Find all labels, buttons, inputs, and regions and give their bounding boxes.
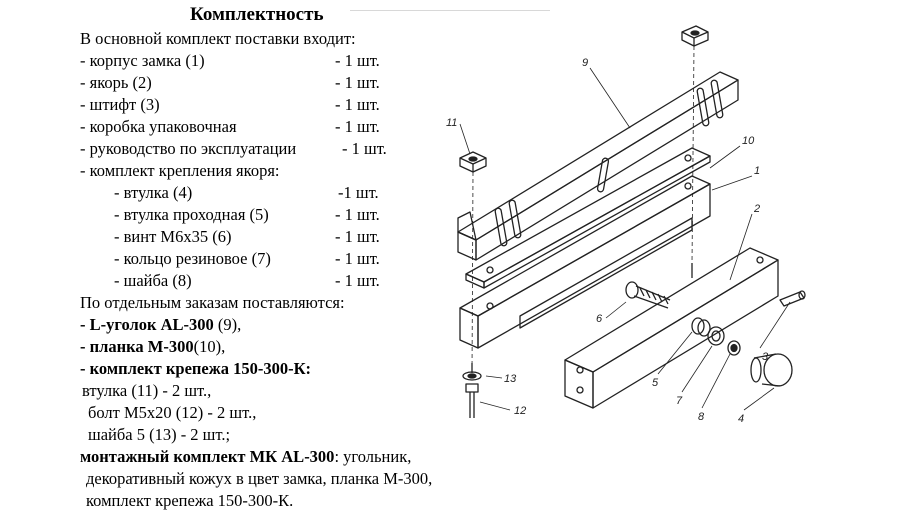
nut-part <box>459 151 487 374</box>
exploded-assembly-drawing: 9 10 1 11 2 6 3 5 7 8 4 13 12 <box>446 25 806 425</box>
screw-6 <box>625 281 671 309</box>
contents-list: В основной комплект поставки входит: - к… <box>80 28 480 512</box>
kit-line: втулка (11) - 2 шт., <box>82 381 212 400</box>
nut-part <box>681 25 709 264</box>
item-label: - коробка упаковочная <box>80 117 237 136</box>
item-qty: - 1 шт. <box>335 73 380 92</box>
item-label: - кольцо резиновое (7) <box>114 249 271 268</box>
label-12: 12 <box>514 405 526 417</box>
mount-kit-line2: декоративный кожух в цвет замка, планка … <box>86 469 433 488</box>
label-4: 4 <box>738 413 744 425</box>
item-rest: (9), <box>213 315 242 334</box>
kit-line: шайба 5 (13) - 2 шт.; <box>88 425 231 444</box>
item-label: - якорь (2) <box>80 73 152 92</box>
separate-item: - планка M-300(10), <box>80 336 480 358</box>
ring-7 <box>707 326 725 346</box>
item-qty: - 1 шт. <box>335 51 380 70</box>
separate-item: - L-уголок AL-300 (9), <box>80 314 480 336</box>
label-1: 1 <box>754 165 760 177</box>
sub-list-item: - втулка проходная (5) - 1 шт. <box>80 204 480 226</box>
item-label: - штифт (3) <box>80 95 160 114</box>
sub-list-item: - шайба (8) - 1 шт. <box>80 270 480 292</box>
list-item: - штифт (3) - 1 шт. <box>80 94 480 116</box>
list-item: - комплект крепления якоря: <box>80 160 480 182</box>
sub-list-item: - винт М6х35 (6) - 1 шт. <box>80 226 480 248</box>
mount-kit-line3: комплект крепежа 150-300-К. <box>86 491 294 510</box>
item-label: - втулка проходная (5) <box>114 205 269 224</box>
bushing-5 <box>691 317 711 337</box>
divider <box>350 10 550 11</box>
item-label: - втулка (4) <box>114 183 193 202</box>
item-bold: - планка M-300 <box>80 337 194 356</box>
washer-8 <box>727 340 741 356</box>
label-7: 7 <box>676 395 683 407</box>
item-qty: - 1 шт. <box>335 95 380 114</box>
item-label: - корпус замка (1) <box>80 51 205 70</box>
list-item: - корпус замка (1) - 1 шт. <box>80 50 480 72</box>
leader-lines <box>459 67 791 411</box>
intro-line: В основной комплект поставки входит: <box>80 29 356 48</box>
label-9: 9 <box>582 57 588 69</box>
list-item: - коробка упаковочная - 1 шт. <box>80 116 480 138</box>
kit-line: болт М5х20 (12) - 2 шт., <box>88 403 257 422</box>
list-item: - руководство по эксплуатации - 1 шт. <box>80 138 480 160</box>
item-rest: (10), <box>193 337 226 356</box>
item-qty: - 1 шт. <box>335 249 380 268</box>
plate-10 <box>465 147 711 289</box>
label-13: 13 <box>504 373 517 385</box>
separate-item: - комплект крепежа 150-300-К: <box>80 358 480 380</box>
item-label: - винт М6х35 (6) <box>114 227 232 246</box>
armature-2 <box>564 247 779 409</box>
mount-kit-rest: : угольник, <box>334 447 412 466</box>
item-qty: - 1 шт. <box>335 227 380 246</box>
mount-kit-bold: монтажный комплект МК AL-300 <box>80 447 335 466</box>
item-qty: - 1 шт. <box>335 271 380 290</box>
label-8: 8 <box>698 411 705 423</box>
item-qty: - 1 шт. <box>342 139 387 158</box>
lock-body-1 <box>459 175 711 373</box>
item-label: - шайба (8) <box>114 271 192 290</box>
item-label: - руководство по эксплуатации <box>80 139 297 158</box>
separate-header: По отдельным заказам поставляются: <box>80 293 345 312</box>
label-11: 11 <box>446 117 457 129</box>
l-bracket-9 <box>457 71 739 261</box>
mount-kit-line: монтажный комплект МК AL-300: угольник, <box>80 446 480 468</box>
item-bold: - комплект крепежа 150-300-К: <box>80 359 312 378</box>
list-item: - якорь (2) - 1 шт. <box>80 72 480 94</box>
label-6: 6 <box>596 313 603 325</box>
bushing-4 <box>750 353 793 387</box>
item-bold: - L-уголок AL-300 <box>80 315 214 334</box>
item-label: - комплект крепления якоря: <box>80 161 280 180</box>
bolt-12 <box>462 371 482 418</box>
sub-list-item: - втулка (4) -1 шт. <box>80 182 480 204</box>
sub-list-item: - кольцо резиновое (7) - 1 шт. <box>80 248 480 270</box>
diagram-labels: 9 10 1 11 2 6 3 5 7 8 4 13 12 <box>446 57 769 425</box>
page-title: Комплектность <box>190 4 324 25</box>
label-5: 5 <box>652 377 659 389</box>
item-qty: - 1 шт. <box>335 205 380 224</box>
item-qty: -1 шт. <box>338 183 379 202</box>
label-3: 3 <box>762 351 769 363</box>
item-qty: - 1 шт. <box>335 117 380 136</box>
pin-3 <box>779 290 806 307</box>
label-2: 2 <box>753 203 760 215</box>
label-10: 10 <box>742 135 755 147</box>
